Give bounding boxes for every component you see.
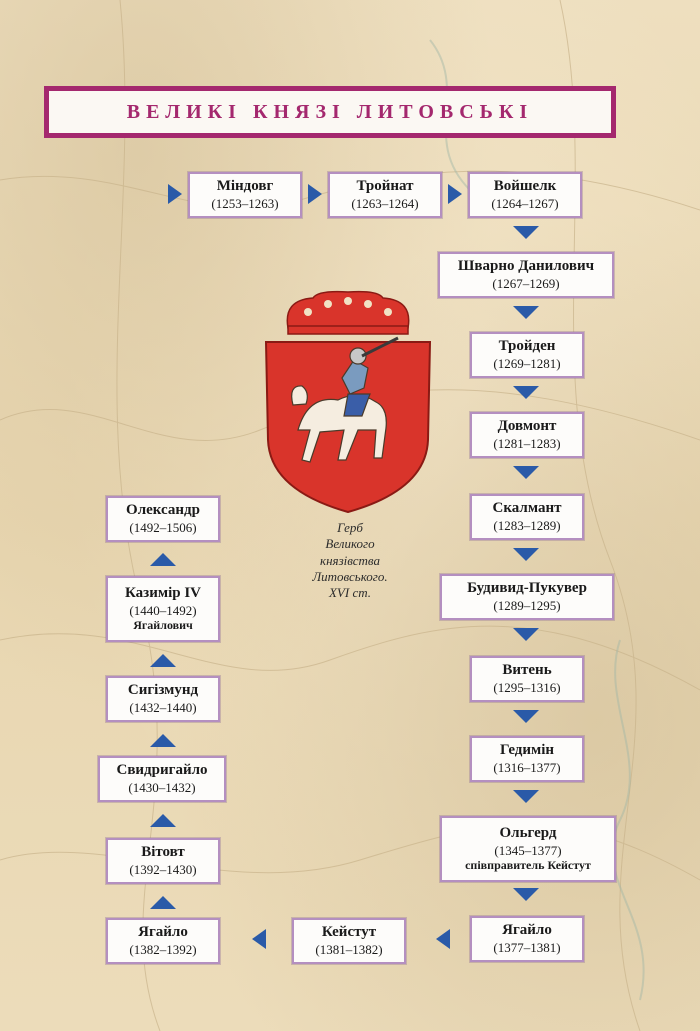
ruler-box-yagailo-2: Ягайло (1382–1392) xyxy=(106,918,220,964)
arrow-icon xyxy=(513,226,539,239)
ruler-years: (1432–1440) xyxy=(129,700,197,716)
ruler-name: Кейстут xyxy=(321,923,377,940)
arrow-icon xyxy=(513,888,539,901)
caption-line: Великого xyxy=(325,536,375,552)
ruler-name: Будивид-Пукувер xyxy=(467,579,587,596)
ruler-name: Вітовт xyxy=(141,843,185,860)
arrow-icon xyxy=(308,184,322,204)
ruler-name: Свидригайло xyxy=(116,761,208,778)
ruler-box-shvarno: Шварно Данилович (1267–1269) xyxy=(438,252,614,298)
ruler-box-keistut: Кейстут (1381–1382) xyxy=(292,918,406,964)
caption-line: XVI ст. xyxy=(328,585,372,600)
ruler-years: (1345–1377) xyxy=(494,843,562,859)
arrow-icon xyxy=(150,814,176,827)
ruler-box-oleksandr: Олександр (1492–1506) xyxy=(106,496,220,542)
ruler-years: (1267–1269) xyxy=(492,276,560,292)
ruler-name: Олександр xyxy=(126,501,200,518)
ruler-box-budyvyd: Будивид-Пукувер (1289–1295) xyxy=(440,574,614,620)
ruler-name: Тройден xyxy=(498,337,556,354)
ruler-years: (1253–1263) xyxy=(211,196,279,212)
ruler-years: (1295–1316) xyxy=(493,680,561,696)
arrow-icon xyxy=(150,654,176,667)
ruler-box-sygizmund: Сигізмунд (1432–1440) xyxy=(106,676,220,722)
caption-line: Герб xyxy=(337,520,363,535)
title-banner: ВЕЛИКІ КНЯЗІ ЛИТОВСЬКІ xyxy=(44,86,616,138)
ruler-name: Гедимін xyxy=(499,741,555,758)
arrow-icon xyxy=(513,628,539,641)
page-title: ВЕЛИКІ КНЯЗІ ЛИТОВСЬКІ xyxy=(49,91,611,133)
ruler-years: (1381–1382) xyxy=(315,942,383,958)
ruler-years: (1281–1283) xyxy=(493,436,561,452)
ruler-years: (1283–1289) xyxy=(493,518,561,534)
arrow-icon xyxy=(168,184,182,204)
coat-of-arms-icon xyxy=(264,290,432,514)
ruler-box-vyten: Витень (1295–1316) xyxy=(470,656,584,702)
arrow-icon xyxy=(513,790,539,803)
ruler-name: Сигізмунд xyxy=(127,681,199,698)
arrow-icon xyxy=(513,548,539,561)
arrow-icon xyxy=(150,553,176,566)
ruler-years: (1289–1295) xyxy=(493,598,561,614)
ruler-box-gedymin: Гедимін (1316–1377) xyxy=(470,736,584,782)
ruler-box-olgerd: Ольгерд (1345–1377) співправитель Кейсту… xyxy=(440,816,616,882)
ruler-name: Казимір IV xyxy=(125,585,201,601)
ruler-box-kazymyr: Казимір IV (1440–1492) Ягайлович xyxy=(106,576,220,642)
arrow-icon xyxy=(252,929,266,949)
ruler-box-skalmant: Скалмант (1283–1289) xyxy=(470,494,584,540)
caption-line: Литовського. xyxy=(312,568,388,584)
ruler-box-troiden: Тройден (1269–1281) xyxy=(470,332,584,378)
ruler-name: Міндовг xyxy=(216,177,274,194)
ruler-name: Тройнат xyxy=(356,177,414,194)
ruler-years: (1430–1432) xyxy=(128,780,196,796)
ruler-years: (1382–1392) xyxy=(129,942,197,958)
arrow-icon xyxy=(150,896,176,909)
coat-of-arms-caption: Герб Великого князівства Литовського. XV… xyxy=(290,520,410,601)
ruler-years: (1269–1281) xyxy=(493,356,561,372)
arrow-icon xyxy=(436,929,450,949)
ruler-name: Войшелк xyxy=(493,177,557,194)
caption-line: князівства xyxy=(320,552,380,568)
ruler-note: співправитель Кейстут xyxy=(465,858,591,873)
ruler-box-dovmont: Довмонт (1281–1283) xyxy=(470,412,584,458)
ruler-name: Скалмант xyxy=(492,499,562,516)
ruler-box-svydrygailo: Свидригайло (1430–1432) xyxy=(98,756,226,802)
ruler-years: (1492–1506) xyxy=(129,520,197,536)
ruler-years: (1440–1492) xyxy=(129,603,197,619)
ruler-years: (1316–1377) xyxy=(493,760,561,776)
ruler-box-vitovt: Вітовт (1392–1430) xyxy=(106,838,220,884)
ruler-name: Ягайло xyxy=(138,923,188,940)
arrow-icon xyxy=(150,734,176,747)
ruler-name: Довмонт xyxy=(497,417,557,434)
ruler-box-troinat: Тройнат (1263–1264) xyxy=(328,172,442,218)
ruler-name: Ольгерд xyxy=(499,825,557,841)
arrow-icon xyxy=(513,710,539,723)
arrow-icon xyxy=(448,184,462,204)
ruler-note: Ягайлович xyxy=(133,618,193,633)
ruler-name: Витень xyxy=(502,661,552,678)
ruler-years: (1263–1264) xyxy=(351,196,419,212)
ruler-box-yagailo-1: Ягайло (1377–1381) xyxy=(470,916,584,962)
ruler-name: Шварно Данилович xyxy=(457,257,595,274)
ruler-name: Ягайло xyxy=(502,921,552,938)
ruler-years: (1392–1430) xyxy=(129,862,197,878)
ruler-box-mindovg: Міндовг (1253–1263) xyxy=(188,172,302,218)
arrow-icon xyxy=(513,466,539,479)
ruler-box-voishelk: Войшелк (1264–1267) xyxy=(468,172,582,218)
ruler-years: (1264–1267) xyxy=(491,196,559,212)
arrow-icon xyxy=(513,386,539,399)
arrow-icon xyxy=(513,306,539,319)
ruler-years: (1377–1381) xyxy=(493,940,561,956)
